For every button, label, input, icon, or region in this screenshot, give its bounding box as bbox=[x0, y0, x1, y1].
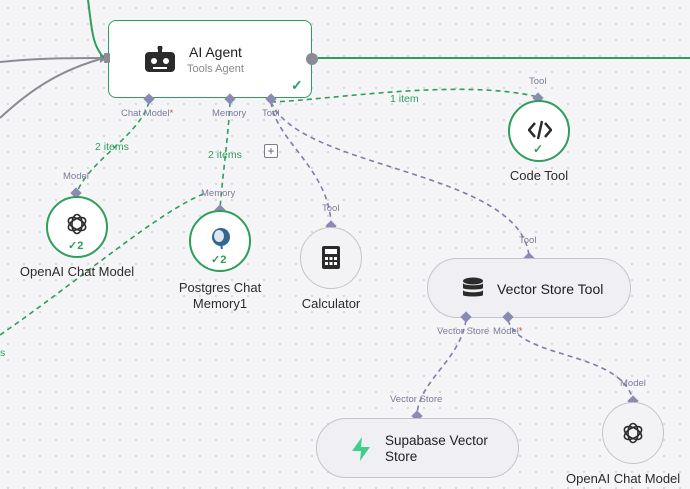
left-dashed-connection[interactable] bbox=[0, 192, 207, 336]
calculator-node[interactable] bbox=[300, 227, 362, 289]
model-connection[interactable] bbox=[507, 319, 634, 401]
code-tool-node[interactable]: ✓ bbox=[508, 100, 570, 162]
check-icon: ✓ bbox=[68, 240, 78, 252]
openai-chat-model-2-node[interactable] bbox=[602, 402, 664, 464]
robot-icon bbox=[145, 46, 175, 72]
openai-chat-model-2-title: OpenAI Chat Model bbox=[566, 471, 681, 486]
ai-agent-title: AI Agent bbox=[189, 44, 242, 60]
calculator-connection[interactable] bbox=[270, 101, 332, 226]
supabase-icon bbox=[352, 437, 370, 461]
calculator-icon bbox=[322, 246, 340, 269]
openai-model-port-label: Model bbox=[63, 171, 89, 182]
postgres-chat-memory-node[interactable]: ✓2 bbox=[189, 210, 251, 272]
code-icon bbox=[528, 120, 552, 140]
vector-store-tool-title: Vector Store Tool bbox=[497, 281, 604, 297]
left-edge-label: s bbox=[0, 347, 6, 359]
chat-model-port-label: Chat Model* bbox=[121, 108, 174, 119]
vector-tool-port-label: Tool bbox=[519, 235, 537, 246]
supabase-vector-store-node[interactable]: Supabase Vector Store bbox=[316, 418, 519, 478]
memory-port-label: Memory bbox=[212, 108, 247, 119]
code-tool-title: Code Tool bbox=[509, 168, 569, 183]
postgres-icon bbox=[212, 228, 230, 250]
supabase-title-line1: Supabase Vector bbox=[385, 433, 488, 448]
vector-tool-connection[interactable] bbox=[270, 101, 530, 257]
supabase-port-label: Vector Store bbox=[390, 394, 443, 405]
calculator-port-label: Tool bbox=[322, 203, 340, 214]
supabase-title-line2: Store bbox=[385, 449, 418, 464]
tool-edge-label: 1 item bbox=[390, 93, 419, 105]
check-icon: ✓ bbox=[291, 77, 303, 93]
add-tool-button[interactable]: + bbox=[264, 144, 278, 158]
vector-store-port-label: Vector Store bbox=[437, 326, 490, 337]
input-connection-1[interactable] bbox=[0, 57, 105, 63]
openai-icon bbox=[67, 213, 87, 235]
code-tool-port-label: Tool bbox=[529, 76, 547, 87]
ai-agent-node[interactable]: AI Agent Tools Agent ✓ bbox=[108, 20, 312, 98]
chat-model-edge-label: 2 items bbox=[95, 141, 129, 153]
openai-chat-model-title: OpenAI Chat Model bbox=[19, 264, 135, 279]
openai-chat-model-node[interactable]: ✓2 bbox=[46, 196, 108, 258]
vector-store-tool-node[interactable]: Vector Store Tool bbox=[427, 258, 631, 318]
openai-icon bbox=[623, 422, 643, 444]
postgres-memory-title-line1: Postgres Chat bbox=[178, 280, 262, 295]
input-connection-2[interactable] bbox=[0, 57, 105, 119]
memory-connection[interactable] bbox=[219, 101, 231, 210]
input-connection-3[interactable] bbox=[87, 0, 105, 59]
supabase-title: Supabase Vector Store bbox=[385, 433, 488, 465]
plus-icon: + bbox=[267, 144, 275, 158]
openai-run-count: ✓2 bbox=[68, 240, 84, 252]
check-icon: ✓ bbox=[211, 254, 221, 266]
vector-store-connection[interactable] bbox=[416, 319, 467, 415]
postgres-run-count: ✓2 bbox=[211, 254, 227, 266]
code-tool-connection[interactable] bbox=[270, 88, 539, 103]
postgres-memory-port-label: Memory bbox=[201, 188, 236, 199]
model-port-label: Model* bbox=[493, 326, 523, 337]
output-port[interactable] bbox=[306, 53, 318, 65]
tool-port-label: Tool bbox=[262, 108, 280, 119]
input-port[interactable] bbox=[104, 53, 110, 63]
ai-agent-subtitle: Tools Agent bbox=[187, 63, 244, 75]
database-icon bbox=[463, 277, 483, 297]
postgres-memory-title-line2: Memory1 bbox=[192, 296, 248, 311]
postgres-memory-title: Postgres Chat Memory1 bbox=[160, 280, 280, 312]
check-icon: ✓ bbox=[533, 142, 544, 156]
memory-edge-label: 2 items bbox=[208, 149, 242, 161]
calculator-title: Calculator bbox=[301, 296, 361, 311]
chat-model-connection[interactable] bbox=[76, 101, 150, 193]
openai-2-port-label: Model bbox=[620, 378, 646, 389]
